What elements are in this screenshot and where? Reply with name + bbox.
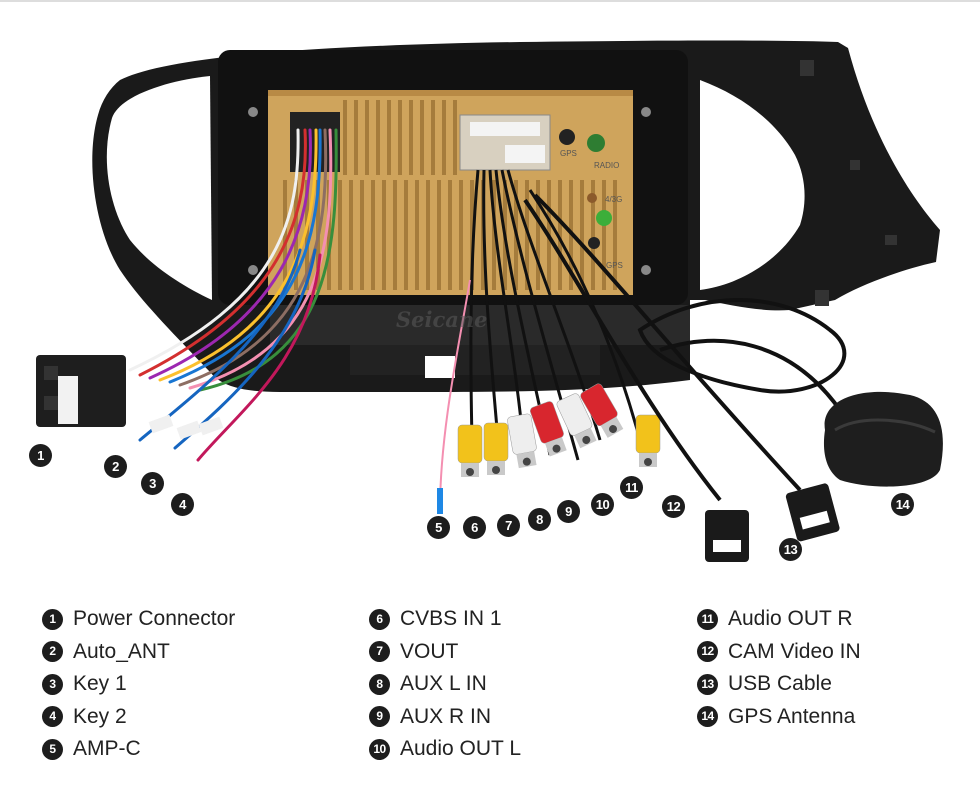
callout-10: 10: [591, 493, 614, 516]
power-harness: [128, 128, 338, 462]
legend-label: CAM Video IN: [728, 639, 861, 663]
callout-5: 5: [427, 516, 450, 539]
legend-label: Power Connector: [73, 607, 236, 631]
wiring-diagram: GPS RADIO 4/3G GPS: [0, 0, 980, 562]
callout-4: 4: [171, 493, 194, 516]
legend-item: 12 CAM Video IN: [697, 636, 861, 669]
legend-label: GPS Antenna: [728, 704, 856, 728]
legend-number: 4: [42, 706, 63, 728]
legend-item: 14 GPS Antenna: [697, 701, 861, 734]
legend-number: 9: [369, 706, 390, 728]
callout-2: 2: [104, 455, 127, 478]
diagram-illustration: GPS RADIO 4/3G GPS: [0, 0, 980, 562]
legend-item: 9 AUX R IN: [369, 701, 521, 734]
rca-plugs: [457, 383, 661, 477]
legend-label: AUX R IN: [400, 704, 492, 728]
rca-plug: [556, 393, 597, 449]
callout-6: 6: [463, 516, 486, 539]
legend-item: 3 Key 1: [42, 668, 235, 701]
legend-number: 2: [42, 641, 63, 663]
legend-column-3: 11 Audio OUT R 12 CAM Video IN 13 USB Cable…: [697, 603, 861, 733]
gps-antenna: [823, 391, 943, 487]
legend-item: 7 VOUT: [369, 636, 521, 669]
callout-14: 14: [891, 493, 914, 516]
legend-label: Audio OUT L: [400, 737, 522, 761]
legend-item: 2 Auto_ANT: [42, 636, 235, 669]
svg-text:RADIO: RADIO: [594, 161, 619, 170]
callout-11: 11: [620, 476, 643, 499]
usb-connector-1: [705, 510, 749, 562]
legend-label: USB Cable: [728, 672, 832, 696]
callout-9: 9: [557, 500, 580, 523]
legend-number: 5: [42, 738, 63, 760]
legend-item: 6 CVBS IN 1: [369, 603, 521, 636]
callout-1: 1: [29, 444, 52, 467]
legend-number: 14: [697, 706, 718, 728]
legend-label: Key 2: [73, 704, 127, 728]
callout-3: 3: [141, 472, 164, 495]
legend-item: 8 AUX L IN: [369, 668, 521, 701]
legend-column-1: 1 Power Connector 2 Auto_ANT 3 Key 1 4 Key 2…: [42, 603, 235, 766]
legend-label: AUX L IN: [400, 672, 487, 696]
legend-label: Auto_ANT: [73, 639, 170, 663]
legend-item: 11 Audio OUT R: [697, 603, 861, 636]
rca-plug: [457, 424, 483, 477]
legend-item: 5 AMP-C: [42, 733, 235, 766]
rca-plug: [483, 422, 509, 475]
legend-item: 13 USB Cable: [697, 668, 861, 701]
legend-column-2: 6 CVBS IN 1 7 VOUT 8 AUX L IN 9 AUX R IN 10 A…: [369, 603, 521, 766]
usb-connector-2: [785, 483, 840, 542]
head-unit: GPS RADIO 4/3G GPS: [268, 90, 633, 295]
rca-plug: [580, 383, 624, 438]
legend-number: 3: [42, 673, 63, 695]
rca-plug: [530, 401, 567, 457]
svg-text:GPS: GPS: [560, 149, 577, 158]
usb-gps-cables: [523, 193, 847, 502]
svg-text:GPS: GPS: [606, 261, 623, 270]
rca-plug: [507, 413, 537, 469]
legend-number: 8: [369, 673, 390, 695]
legend-item: 10 Audio OUT L: [369, 733, 521, 766]
legend-number: 10: [369, 738, 390, 760]
legend-label: VOUT: [400, 639, 459, 663]
power-connector: [36, 355, 126, 427]
legend-label: Key 1: [73, 672, 127, 696]
legend-label: CVBS IN 1: [400, 607, 502, 631]
watermark: Seicane: [396, 307, 488, 332]
legend-item: 4 Key 2: [42, 701, 235, 734]
callout-8: 8: [528, 508, 551, 531]
legend-item: 1 Power Connector: [42, 603, 235, 636]
callout-13: 13: [779, 538, 802, 561]
callout-12: 12: [662, 495, 685, 518]
rca-plug: [635, 414, 661, 467]
legend-number: 12: [697, 641, 718, 663]
legend-label: Audio OUT R: [728, 607, 853, 631]
legend-label: AMP-C: [73, 737, 141, 761]
svg-text:4/3G: 4/3G: [605, 195, 622, 204]
legend-number: 11: [697, 608, 718, 630]
legend-number: 7: [369, 641, 390, 663]
callout-7: 7: [497, 514, 520, 537]
legend-number: 1: [42, 608, 63, 630]
legend-number: 13: [697, 673, 718, 695]
legend-number: 6: [369, 608, 390, 630]
